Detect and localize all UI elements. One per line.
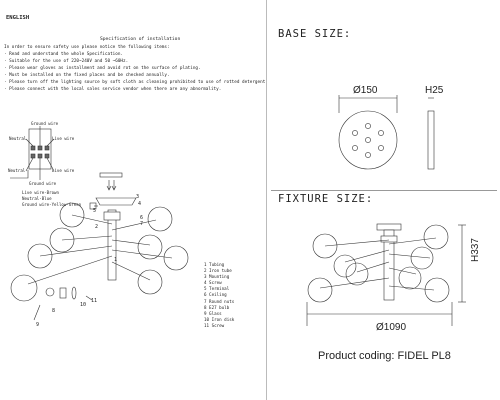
base-size-title: BASE SIZE: — [278, 28, 352, 40]
parts-list-item: 3 Mounting — [204, 274, 230, 280]
parts-list-item: 8 E27 bulb — [204, 304, 230, 310]
wire-legend-live: Live wire-Brown — [22, 190, 59, 195]
wire-legend-ground: Ground wire-Yellow-Green — [22, 202, 82, 207]
fixture-size-title: FIXTURE SIZE: — [278, 193, 374, 205]
callout-9: 9 — [36, 322, 39, 328]
callout-3: 3 — [136, 194, 139, 200]
parts-list: 1 Tubing 2 Iron tube 3 Mounting 4 Screw … — [204, 262, 234, 329]
callout-10: 10 — [80, 302, 86, 308]
base-height-label: H25 — [425, 85, 444, 96]
parts-list-item: 7 Round nuts — [204, 298, 235, 304]
parts-list-item: 11 Screw — [204, 322, 225, 328]
callout-2: 2 — [95, 224, 98, 230]
callout-11: 11 — [91, 298, 97, 304]
instruction-item: · Read and understand the whole Specific… — [4, 52, 123, 57]
instruction-item: · Please wear gloves as installment and … — [4, 66, 201, 71]
callout-8: 8 — [52, 308, 55, 314]
instruction-list: In order to ensure safety use please not… — [4, 45, 268, 94]
instruction-item: · Must be installed on the fixed places … — [4, 73, 170, 78]
product-coding: Product coding: FIDEL PL8 — [318, 350, 451, 362]
callout-4: 4 — [138, 201, 141, 207]
base-size-drawing — [338, 95, 435, 170]
fixture-diameter-label: Ø1090 — [376, 322, 407, 333]
wire-legend-neutral: Neutral-Blue — [22, 196, 52, 201]
wiring-diagram — [10, 126, 55, 180]
spec-title: Specification of installation — [100, 37, 181, 42]
wire-label-live-bottom: Live wire — [52, 168, 75, 173]
parts-list-item: 1 Tubing — [204, 262, 225, 267]
language-label: ENGLISH — [6, 15, 30, 21]
instruction-item: · Suitable for the use of 220~240V and 5… — [4, 59, 129, 64]
wire-label-ground-top: Ground wire — [31, 121, 59, 126]
callout-1: 1 — [114, 257, 117, 263]
instruction-item: · Please turn off the lighting source by… — [4, 80, 268, 85]
callout-7: 7 — [140, 221, 143, 227]
callout-5: 5 — [93, 208, 96, 214]
base-diameter-label: Ø150 — [353, 85, 378, 96]
parts-list-item: 2 Iron tube — [204, 268, 232, 274]
callout-6: 6 — [140, 215, 143, 221]
wire-label-ground-bottom: Ground wire — [29, 181, 57, 186]
installation-drawing — [10, 172, 189, 321]
instruction-item: · Please connect with the local sales se… — [4, 87, 222, 92]
wire-label-live-top: Live wire — [52, 136, 75, 141]
callout-numbers: 1 2 3 4 5 6 7 8 9 10 11 — [36, 194, 143, 328]
parts-list-item: 4 Screw — [204, 280, 222, 286]
instruction-item: In order to ensure safety use please not… — [4, 45, 170, 50]
parts-list-item: 5 Terminal — [204, 286, 230, 292]
parts-list-item: 6 Ceiling — [204, 292, 227, 298]
column-divider — [266, 0, 267, 400]
wire-label-neutral-bottom: Neutral — [8, 168, 26, 173]
fixture-drawing — [306, 223, 466, 326]
parts-list-item: 10 Iron disk — [204, 316, 235, 322]
section-divider — [271, 190, 497, 191]
parts-list-item: 9 Glass — [204, 310, 222, 316]
wire-label-neutral-top: Neutral — [9, 136, 27, 141]
